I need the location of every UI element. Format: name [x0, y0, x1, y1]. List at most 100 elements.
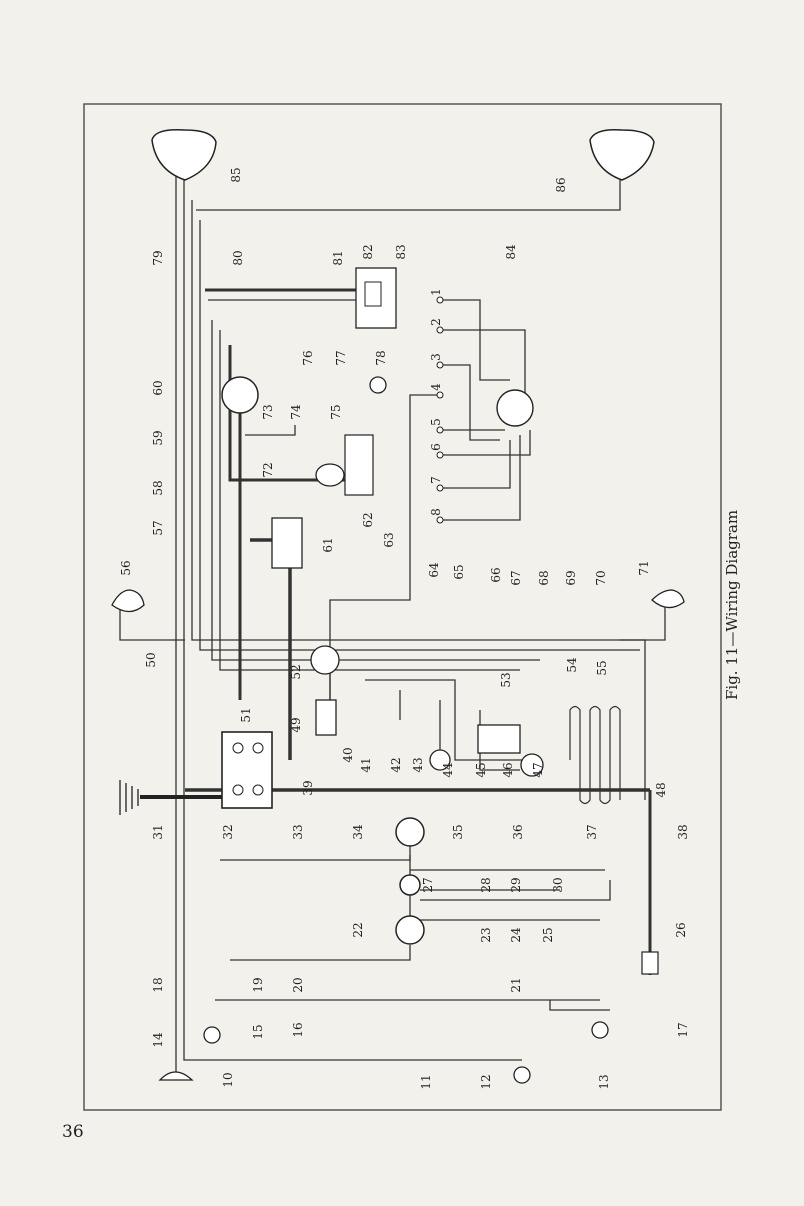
callout-86: 86	[554, 177, 568, 192]
starter-icon	[315, 699, 337, 736]
wires	[119, 175, 666, 1075]
ground-symbol-icon	[119, 780, 222, 815]
callout-73: 73	[261, 404, 275, 419]
callout-3: 3	[429, 353, 443, 361]
callout-13: 13	[597, 1074, 611, 1089]
callout-44: 44	[441, 762, 455, 778]
lamp-icon	[651, 589, 685, 609]
callout-14: 14	[151, 1032, 165, 1048]
junction-block	[477, 724, 521, 754]
callout-76: 76	[301, 350, 315, 365]
headlight-icon	[151, 128, 217, 181]
wire-11	[183, 175, 522, 1061]
callout-43: 43	[411, 757, 425, 772]
callout-85: 85	[229, 167, 243, 182]
callout-30: 30	[551, 877, 565, 892]
diagram-frame	[83, 103, 722, 1111]
callout-69: 69	[564, 570, 578, 585]
callout-72: 72	[261, 462, 275, 477]
terminal-row	[436, 296, 444, 524]
page-number: 36	[62, 1122, 84, 1142]
callout-4: 4	[429, 383, 443, 391]
connector-icon	[369, 376, 387, 394]
callout-65: 65	[452, 564, 466, 579]
gauge-icon	[395, 915, 425, 945]
callout-51: 51	[239, 707, 253, 722]
lamp-icon	[520, 753, 544, 777]
switch-icon	[221, 376, 259, 414]
callout-20: 20	[291, 977, 305, 992]
wire-headlight-right	[196, 175, 621, 211]
callout-29: 29	[509, 877, 523, 892]
callout-8: 8	[429, 508, 443, 516]
callout-60: 60	[151, 380, 165, 395]
callout-17: 17	[676, 1022, 690, 1037]
taillight-icon	[158, 1071, 194, 1081]
callout-52: 52	[289, 664, 303, 679]
callout-68: 68	[537, 570, 551, 585]
callout-34: 34	[351, 824, 365, 840]
callout-82: 82	[361, 244, 375, 259]
callout-36: 36	[511, 824, 525, 839]
callout-46: 46	[501, 762, 515, 777]
callout-16: 16	[291, 1022, 305, 1037]
callout-1: 1	[429, 288, 443, 296]
callout-21: 21	[509, 977, 523, 992]
callout-27: 27	[421, 877, 435, 892]
callout-58: 58	[151, 480, 165, 495]
horn-icon	[315, 434, 374, 496]
callout-78: 78	[374, 350, 388, 365]
callout-47: 47	[531, 762, 545, 777]
callout-74: 74	[289, 404, 303, 420]
callout-81: 81	[331, 250, 345, 265]
callout-61: 61	[321, 537, 335, 552]
lamp-icon	[429, 749, 451, 771]
callout-31: 31	[151, 824, 165, 839]
callout-12: 12	[479, 1074, 493, 1089]
callout-53: 53	[499, 672, 513, 687]
callout-18: 18	[151, 977, 165, 992]
callout-84: 84	[504, 244, 518, 260]
callout-39: 39	[301, 780, 315, 795]
callout-37: 37	[585, 824, 599, 839]
callout-38: 38	[676, 824, 690, 839]
battery-icon	[221, 731, 273, 809]
relay-coil	[364, 281, 382, 307]
callout-19: 19	[251, 977, 265, 992]
callout-75: 75	[329, 404, 343, 419]
gauge-icon	[399, 874, 421, 896]
callout-66: 66	[489, 567, 503, 582]
callout-40: 40	[341, 747, 355, 762]
callout-50: 50	[144, 652, 158, 667]
callout-71: 71	[637, 560, 651, 575]
callout-59: 59	[151, 430, 165, 445]
lamp-icon	[513, 1066, 531, 1084]
regulator-box	[271, 517, 303, 569]
callout-11: 11	[419, 1074, 433, 1089]
gauge-icon	[395, 817, 425, 847]
fuse-icon	[641, 951, 659, 975]
callout-67: 67	[509, 570, 523, 585]
callout-15: 15	[251, 1024, 265, 1039]
callout-54: 54	[565, 657, 579, 673]
callout-25: 25	[541, 927, 555, 942]
callout-10: 10	[221, 1072, 235, 1087]
callout-83: 83	[394, 244, 408, 259]
callout-49: 49	[289, 717, 303, 732]
callout-22: 22	[351, 922, 365, 937]
lamp-icon	[591, 1021, 609, 1039]
headlight-icon	[589, 128, 655, 181]
callout-35: 35	[451, 824, 465, 839]
callout-64: 64	[427, 562, 441, 578]
callout-32: 32	[221, 824, 235, 839]
callout-2: 2	[429, 318, 443, 326]
callout-42: 42	[389, 757, 403, 772]
callout-24: 24	[509, 927, 523, 943]
callout-77: 77	[334, 350, 348, 365]
callout-28: 28	[479, 877, 493, 892]
callout-26: 26	[674, 922, 688, 937]
connector-icon	[496, 389, 534, 427]
heater-coil-icon	[569, 705, 621, 805]
